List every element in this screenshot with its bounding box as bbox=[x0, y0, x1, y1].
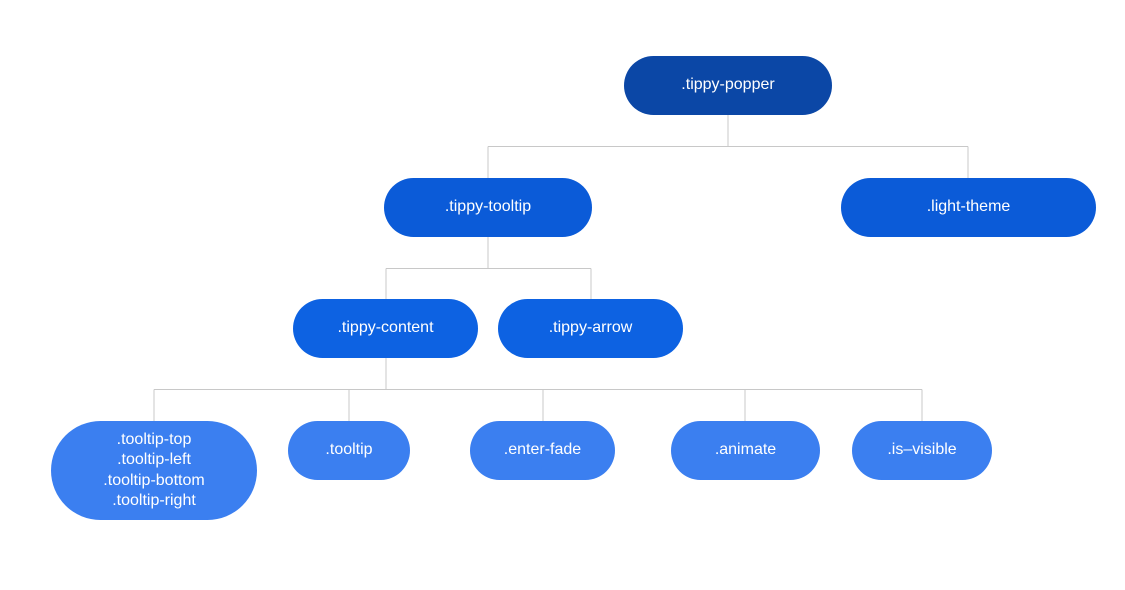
node-label-line: .tooltip-left bbox=[117, 451, 191, 468]
node-tippy-popper: .tippy-popper bbox=[624, 56, 832, 115]
node-label: .tippy-tooltip bbox=[444, 198, 532, 216]
node-tippy-tooltip: .tippy-tooltip bbox=[384, 178, 592, 237]
connector-root-children bbox=[487, 115, 969, 178]
node-label: .tooltip bbox=[325, 441, 373, 459]
node-label-line: .tooltip-top bbox=[116, 430, 192, 448]
node-label: .animate bbox=[714, 441, 777, 459]
node-label-line: .tooltip-right bbox=[112, 492, 196, 509]
node-label: .tippy-arrow bbox=[548, 319, 633, 337]
node-label: .tippy-popper bbox=[681, 76, 775, 94]
node-label-line: .tooltip-bottom bbox=[103, 471, 205, 489]
node-label: .tippy-content bbox=[337, 319, 434, 337]
node-tooltip: .tooltip bbox=[288, 421, 410, 480]
node-light-theme: .light-theme bbox=[841, 178, 1096, 237]
connector-content-children bbox=[153, 358, 923, 421]
node-enter-fade: .enter-fade bbox=[470, 421, 615, 480]
node-tippy-content: .tippy-content bbox=[293, 299, 478, 358]
node-label: .enter-fade bbox=[503, 441, 582, 459]
node-label: .is–visible bbox=[887, 441, 957, 459]
node-tippy-arrow: .tippy-arrow bbox=[498, 299, 683, 358]
node-animate: .animate bbox=[671, 421, 820, 480]
node-label: .light-theme bbox=[926, 198, 1011, 216]
node-is-visible: .is–visible bbox=[852, 421, 992, 480]
node-tooltip-positions: .tooltip-top .tooltip-left .tooltip-bott… bbox=[51, 421, 257, 520]
connector-tooltip-children bbox=[385, 237, 592, 299]
